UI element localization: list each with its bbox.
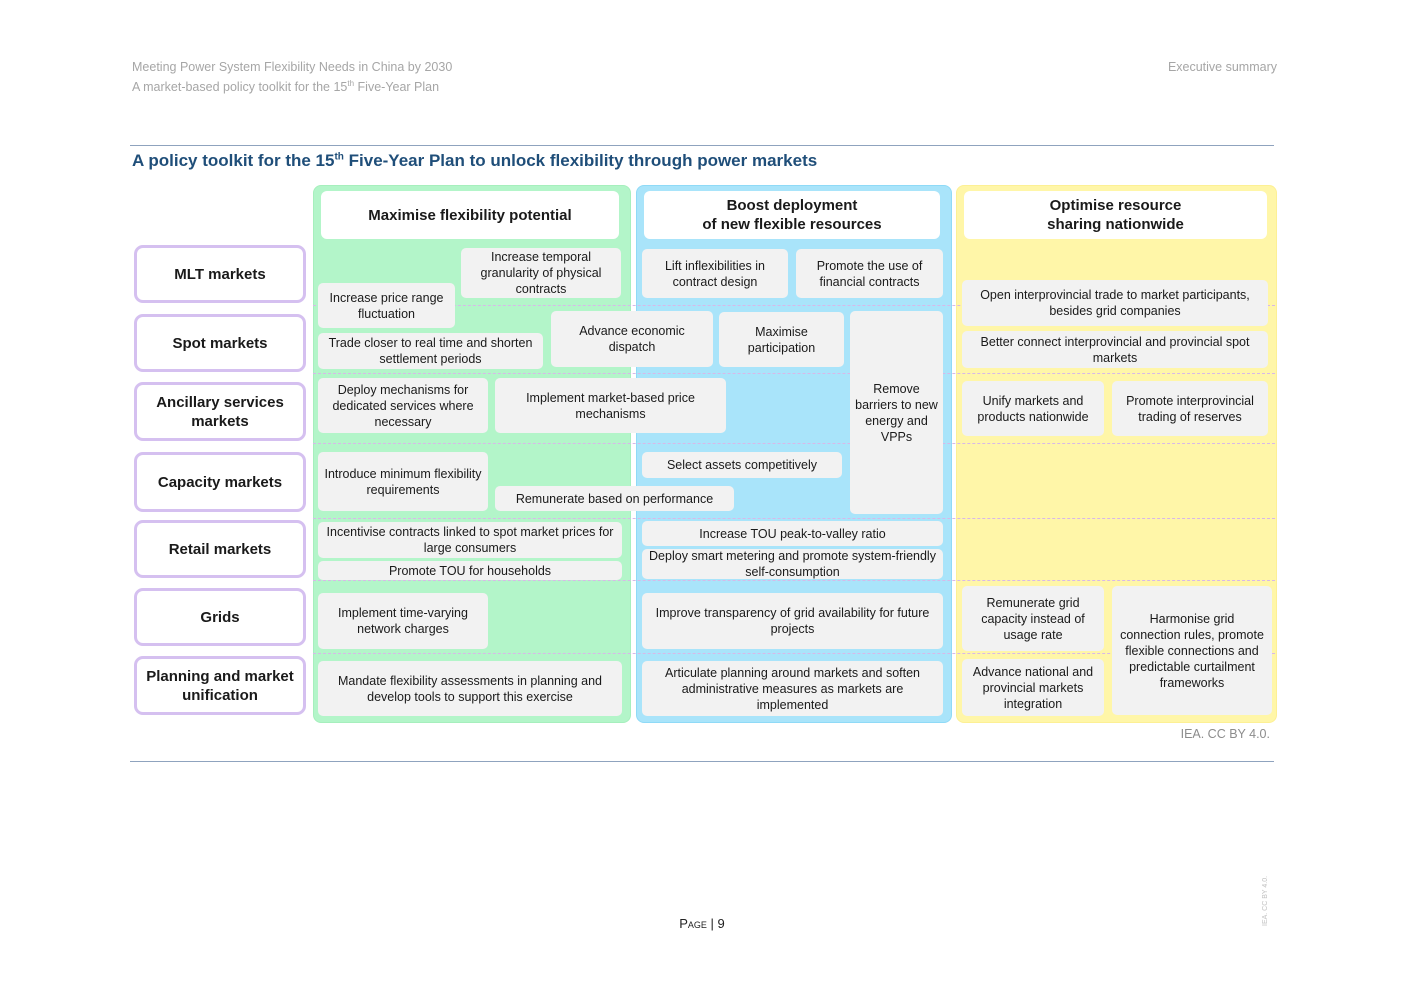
figure-title-text: A policy toolkit for the 15 <box>132 151 335 170</box>
measure-box: Improve transparency of grid availabilit… <box>642 593 943 649</box>
measure-box: Open interprovincial trade to market par… <box>962 280 1268 326</box>
row-label-spot: Spot markets <box>134 314 306 372</box>
measure-box: Select assets competitively <box>642 452 842 478</box>
row-label-ancillary: Ancillary services markets <box>134 382 306 441</box>
measure-box: Lift inflexibilities in contract design <box>642 249 788 298</box>
measure-box: Promote interprovincial trading of reser… <box>1112 381 1268 436</box>
measure-box: Unify markets and products nationwide <box>962 381 1104 436</box>
measure-box: Better connect interprovincial and provi… <box>962 331 1268 368</box>
measure-box: Maximise participation <box>719 312 844 367</box>
measure-box: Implement market-based price mechanisms <box>495 378 726 433</box>
row-label-mlt: MLT markets <box>134 245 306 303</box>
row-divider <box>313 305 1275 306</box>
row-divider <box>313 518 1275 519</box>
row-divider <box>313 653 1275 654</box>
measure-box: Promote the use of financial contracts <box>796 249 943 298</box>
page-number-value: 9 <box>717 916 725 931</box>
measure-box: Implement time-varying network charges <box>318 593 488 649</box>
measure-box: Incentivise contracts linked to spot mar… <box>318 522 622 558</box>
bottom-rule <box>130 761 1274 762</box>
page-label: Page <box>679 916 707 931</box>
row-divider <box>313 443 1275 444</box>
side-credit: IEA. CC BY 4.0. <box>1262 875 1269 926</box>
column-header-blue: Boost deployment of new flexible resourc… <box>644 191 940 239</box>
figure-title-text-end: Five-Year Plan to unlock flexibility thr… <box>343 151 818 170</box>
column-header-green: Maximise flexibility potential <box>321 191 619 239</box>
measure-box: Harmonise grid connection rules, promote… <box>1112 586 1272 715</box>
figure-credit: IEA. CC BY 4.0. <box>1180 727 1270 741</box>
measure-box: Remunerate grid capacity instead of usag… <box>962 586 1104 651</box>
measure-box: Increase price range fluctuation <box>318 283 455 328</box>
measure-box: Increase temporal granularity of physica… <box>461 248 621 298</box>
measure-box: Remunerate based on performance <box>495 486 734 511</box>
row-label-planning: Planning and market unification <box>134 656 306 715</box>
row-label-retail: Retail markets <box>134 520 306 578</box>
figure-title: A policy toolkit for the 15th Five-Year … <box>132 151 817 171</box>
row-divider <box>313 373 1275 374</box>
top-rule <box>130 145 1274 146</box>
page-number: Page | 9 <box>679 916 725 931</box>
measure-box: Articulate planning around markets and s… <box>642 661 943 716</box>
doc-subtitle-text-end: Five-Year Plan <box>354 80 440 95</box>
row-label-grids: Grids <box>134 588 306 646</box>
measure-box: Remove barriers to new energy and VPPs <box>850 311 943 514</box>
measure-box: Deploy smart metering and promote system… <box>642 549 943 579</box>
doc-subtitle-text: A market-based policy toolkit for the 15 <box>132 80 348 95</box>
measure-box: Advance national and provincial markets … <box>962 659 1104 716</box>
row-label-capacity: Capacity markets <box>134 452 306 512</box>
measure-box: Advance economic dispatch <box>551 311 713 367</box>
doc-subtitle-sup: th <box>347 79 355 88</box>
measure-box: Promote TOU for households <box>318 561 622 580</box>
figure-title-sup: th <box>334 151 344 163</box>
row-divider <box>313 580 1275 581</box>
measure-box: Increase TOU peak-to-valley ratio <box>642 521 943 546</box>
section-label: Executive summary <box>1167 60 1277 74</box>
column-header-yellow: Optimise resource sharing nationwide <box>964 191 1267 239</box>
measure-box: Deploy mechanisms for dedicated services… <box>318 378 488 433</box>
measure-box: Mandate flexibility assessments in plann… <box>318 661 622 716</box>
measure-box: Trade closer to real time and shorten se… <box>318 333 543 369</box>
measure-box: Introduce minimum flexibility requiremen… <box>318 452 488 511</box>
doc-subtitle: A market-based policy toolkit for the 15… <box>132 76 439 95</box>
doc-title: Meeting Power System Flexibility Needs i… <box>132 60 453 74</box>
